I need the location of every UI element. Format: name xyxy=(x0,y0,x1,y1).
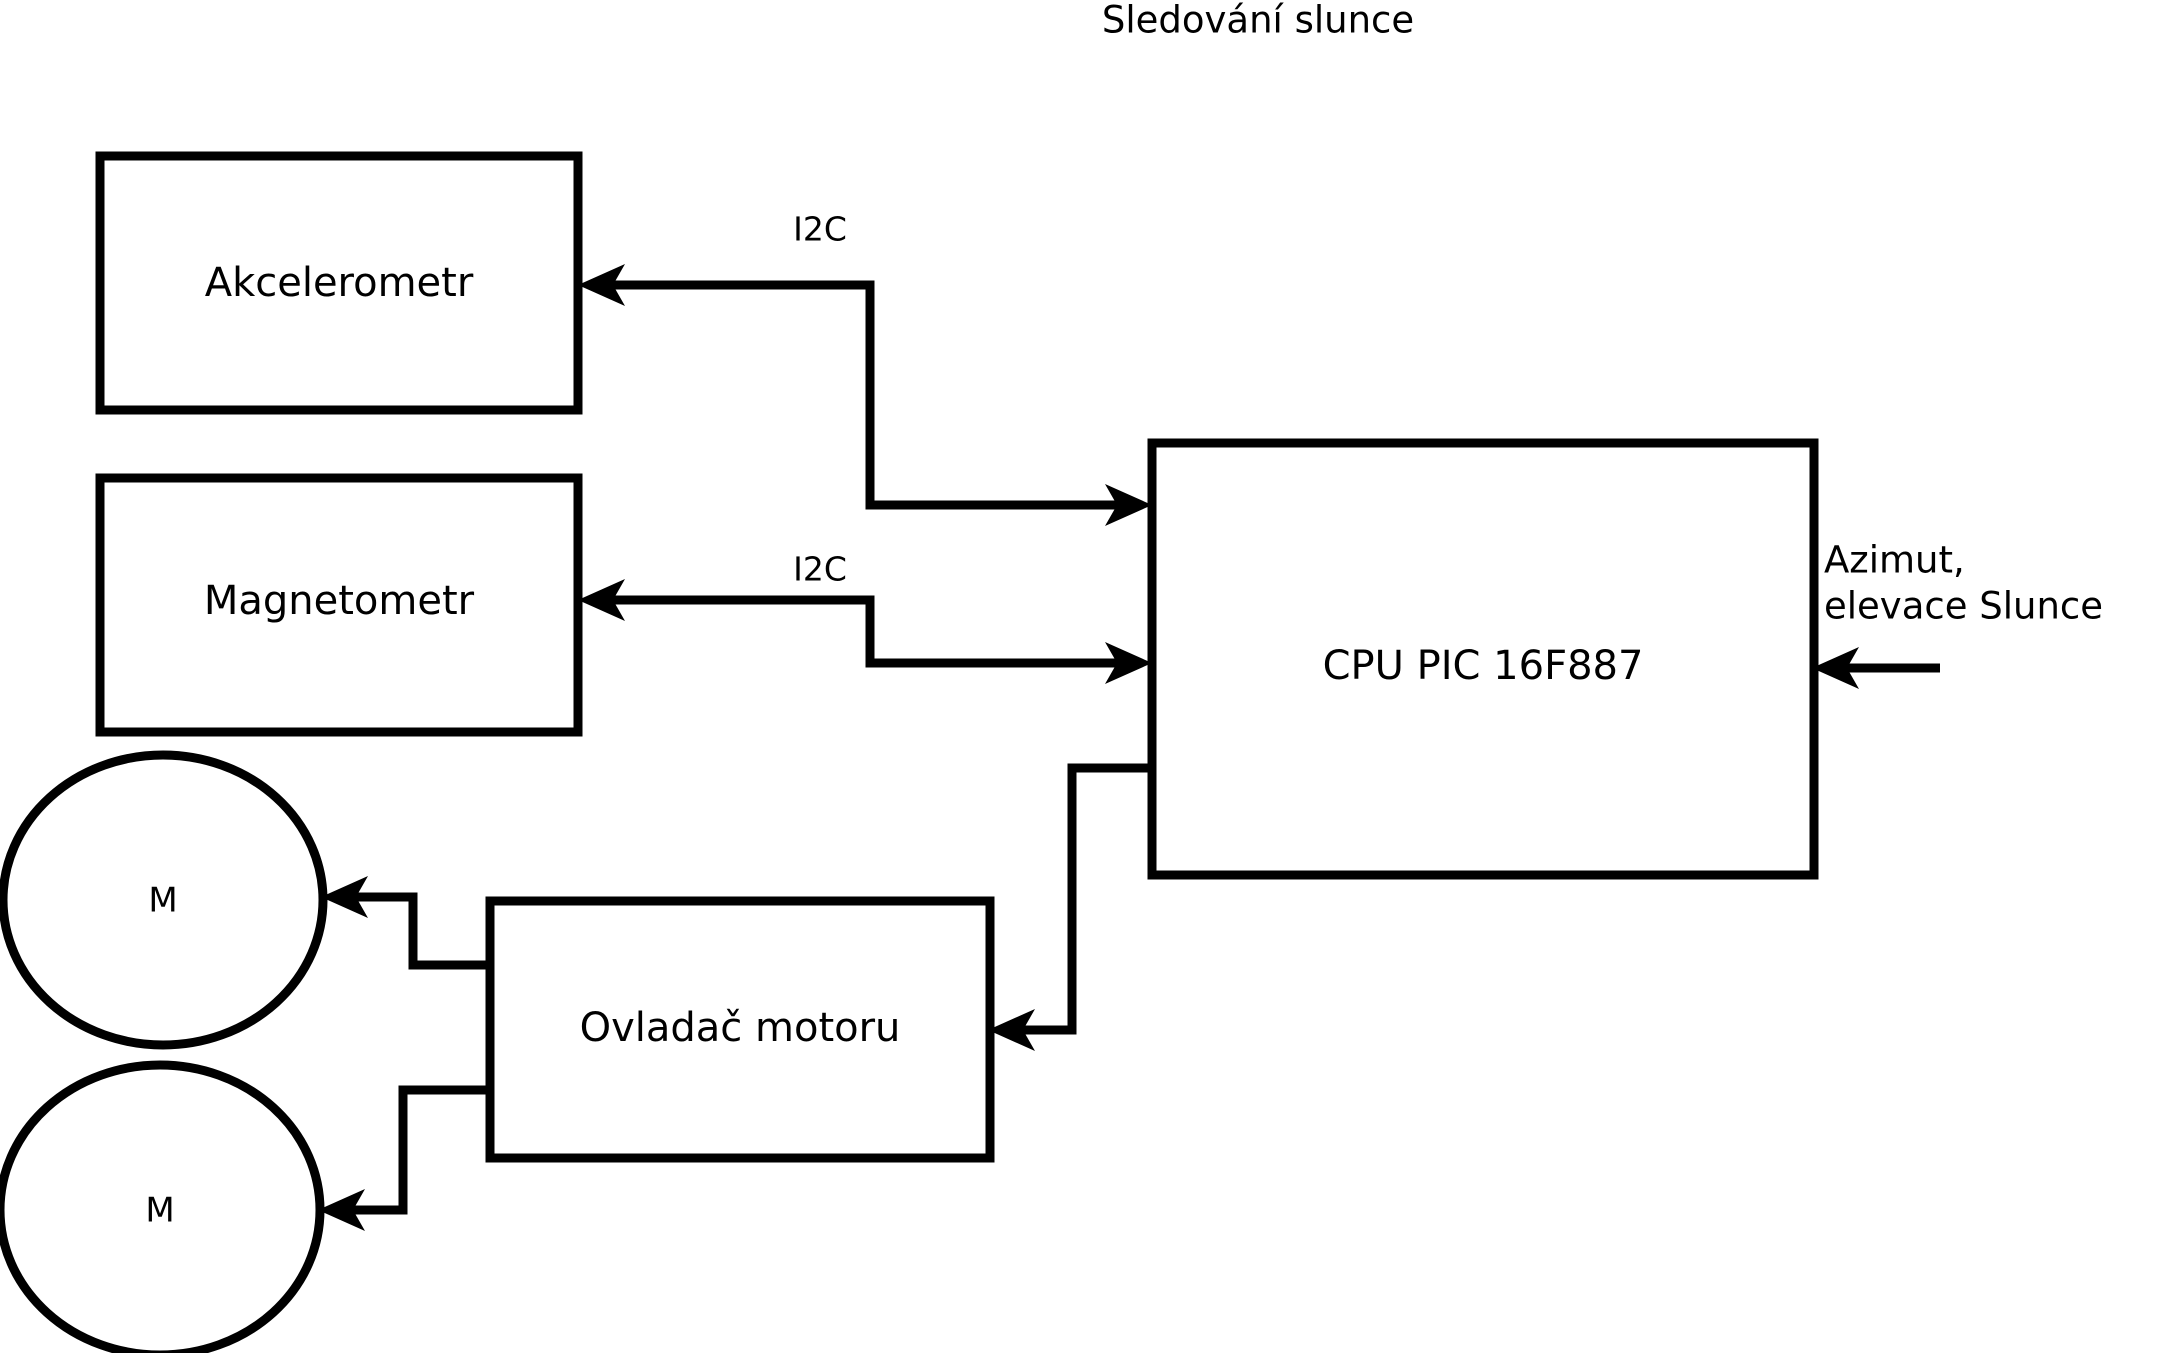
node-cpu[interactable]: CPU PIC 16F887 xyxy=(1147,438,1819,880)
page-title: Sledování slunce xyxy=(1102,0,1414,42)
node-motor-1[interactable]: M xyxy=(0,750,328,1050)
edge-ovladac-to-motor-2 xyxy=(318,1085,490,1231)
edge-cpu-to-akcelerometr: I2C xyxy=(578,210,1152,526)
edge-cpu-to-ovladac xyxy=(988,763,1152,1051)
edge-ovladac-to-motor-2-path xyxy=(352,1085,490,1215)
node-ovladac-motoru-box[interactable] xyxy=(485,896,995,1163)
edge-label-i2c-akcelerometr: I2C xyxy=(793,210,847,249)
arrowhead-into-magnetometr xyxy=(578,579,625,621)
node-akcelerometr-label: Akcelerometr xyxy=(205,260,474,306)
edge-cpu-to-akcelerometr-path xyxy=(610,280,1118,510)
arrowhead-into-motor-1 xyxy=(321,876,368,918)
edge-ovladac-to-motor-1-path xyxy=(355,892,490,970)
arrowhead-into-cpu-top xyxy=(1105,484,1152,526)
edge-label-i2c-magnetometr: I2C xyxy=(793,550,847,589)
node-cpu-label: CPU PIC 16F887 xyxy=(1323,643,1644,689)
sun-input-label-line-1: Azimut, xyxy=(1824,539,1965,582)
edge-ovladac-to-motor-1 xyxy=(321,876,490,970)
arrowhead-into-cpu-right xyxy=(1812,647,1859,689)
node-ovladac-motoru[interactable]: Ovladač motoru xyxy=(485,896,995,1163)
edge-cpu-to-ovladac-path xyxy=(1022,763,1152,1035)
node-motor-1-label: M xyxy=(148,881,177,921)
edge-cpu-to-magnetometr-path xyxy=(610,595,1118,668)
node-cpu-box[interactable] xyxy=(1147,438,1819,880)
node-motor-2-label: M xyxy=(145,1191,174,1231)
node-motor-1-circle[interactable] xyxy=(0,750,328,1050)
arrowhead-into-ovladac xyxy=(988,1009,1035,1051)
node-motor-2[interactable]: M xyxy=(0,1060,325,1353)
node-ovladac-motoru-label: Ovladač motoru xyxy=(580,1005,901,1051)
node-magnetometr-box[interactable] xyxy=(95,473,583,737)
sun-input-label-line-2: elevace Slunce xyxy=(1824,585,2103,628)
node-akcelerometr[interactable]: Akcelerometr xyxy=(95,151,583,415)
edge-cpu-to-magnetometr: I2C xyxy=(578,550,1152,684)
node-motor-2-circle[interactable] xyxy=(0,1060,325,1353)
arrowhead-into-akcelerometr xyxy=(578,264,625,306)
node-magnetometr-label: Magnetometr xyxy=(204,578,475,624)
arrowhead-into-motor-2 xyxy=(318,1189,365,1231)
edge-sun-input-to-cpu xyxy=(1812,647,1940,689)
node-akcelerometr-box[interactable] xyxy=(95,151,583,415)
node-magnetometr[interactable]: Magnetometr xyxy=(95,473,583,737)
arrowhead-into-cpu-bottom xyxy=(1105,642,1152,684)
